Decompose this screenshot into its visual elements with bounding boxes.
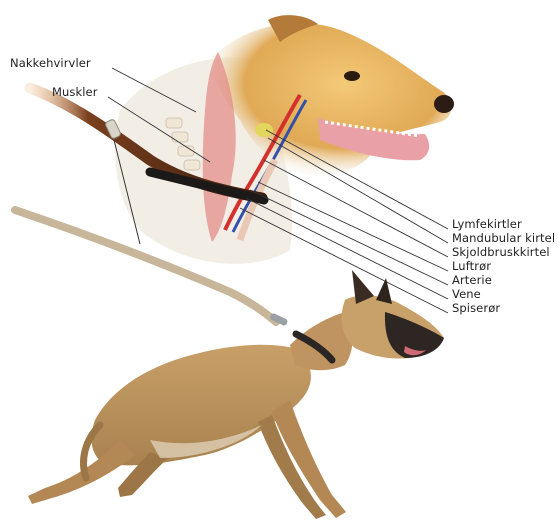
label-luftror: Luftrør (452, 259, 491, 273)
mandibular-gland (255, 123, 273, 137)
label-spiseror: Spiserør (452, 301, 500, 315)
label-mandubular-kirtel: Mandubular kirtel (452, 231, 555, 245)
label-skjoldbruskkirtel: Skjoldbruskkirtel (452, 245, 550, 259)
anatomy-illustration (115, 15, 454, 264)
label-muskler: Muskler (52, 85, 98, 99)
pulling-dog-photo (28, 270, 444, 519)
label-vene: Vene (452, 287, 481, 301)
label-nakkehvirvler: Nakkehvirvler (10, 56, 91, 70)
label-lymfekirtler: Lymfekirtler (452, 217, 522, 231)
eye-illustration (344, 71, 360, 81)
nose-illustration (434, 95, 454, 113)
dog-right-ear (376, 278, 392, 304)
label-arterie: Arterie (452, 273, 492, 287)
